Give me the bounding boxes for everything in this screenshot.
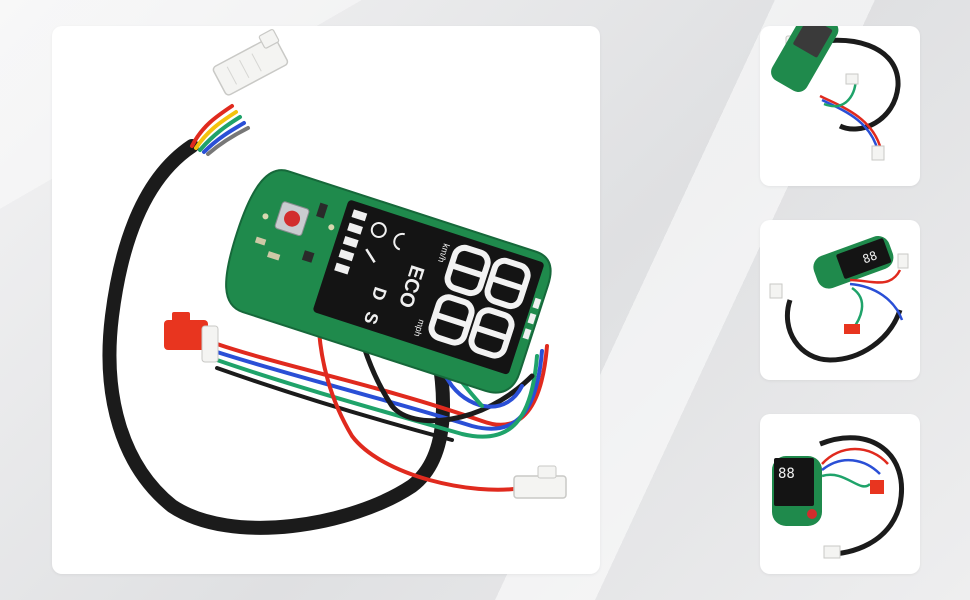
black-cable: [102, 139, 451, 535]
top-white-connector: [212, 29, 289, 96]
bottom-white-connector: [513, 465, 567, 499]
red-connector: [164, 312, 219, 363]
power-button-icon: [284, 210, 301, 227]
svg-text:88: 88: [778, 466, 795, 482]
dashboard-pcb-illustration: ECO D S km/h mph: [102, 29, 567, 535]
thumbnail-1-illustration: [771, 26, 901, 161]
speed-digits: [428, 244, 531, 359]
top-wire-bundle: [190, 104, 250, 156]
thumbnail-1[interactable]: [760, 26, 920, 186]
pcb-board: ECO D S km/h mph: [225, 169, 552, 394]
headlight-icon: [393, 232, 406, 251]
main-product-image: ECO D S km/h mph: [52, 26, 600, 574]
thermometer-icon: [370, 222, 387, 239]
thumbnail-2-illustration: 88: [769, 236, 909, 363]
thumbnail-2[interactable]: 88: [760, 220, 920, 380]
wrench-icon: [365, 248, 376, 263]
thumbnail-3-illustration: 88: [772, 435, 904, 559]
svg-text:88: 88: [861, 248, 879, 266]
thumbnail-3[interactable]: 88: [760, 414, 920, 574]
mode-d-label: D: [368, 284, 391, 303]
mode-s-label: S: [360, 309, 383, 327]
